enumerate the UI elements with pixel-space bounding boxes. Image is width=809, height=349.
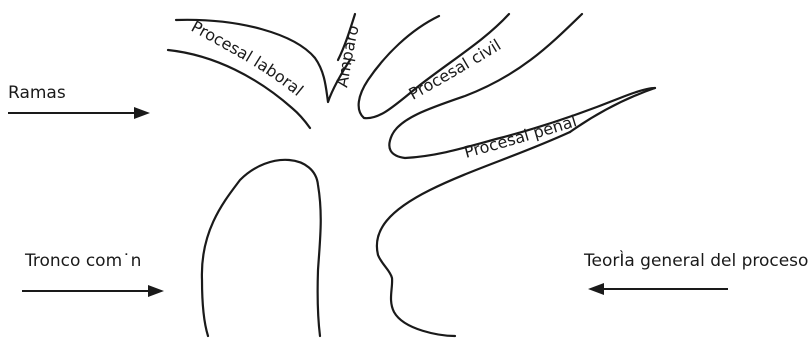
tronco-arrowhead-icon — [148, 285, 164, 297]
branch-civil-outline — [359, 14, 509, 118]
trunk-right-outline — [377, 132, 570, 336]
branch-penal-lower-outline — [570, 88, 655, 132]
branch-civil-label: Procesal civil — [405, 35, 504, 103]
trunk-left-outline — [202, 160, 321, 336]
teoria-arrowhead-icon — [588, 283, 604, 295]
ramas-arrowhead-icon — [134, 107, 150, 119]
ramas-label: Ramas — [8, 83, 66, 103]
teoria-label: TeorÌa general del proceso — [583, 249, 808, 271]
tronco-label: Tronco com˙n — [24, 251, 141, 271]
branch-amparo-label: Amparo — [332, 23, 362, 88]
